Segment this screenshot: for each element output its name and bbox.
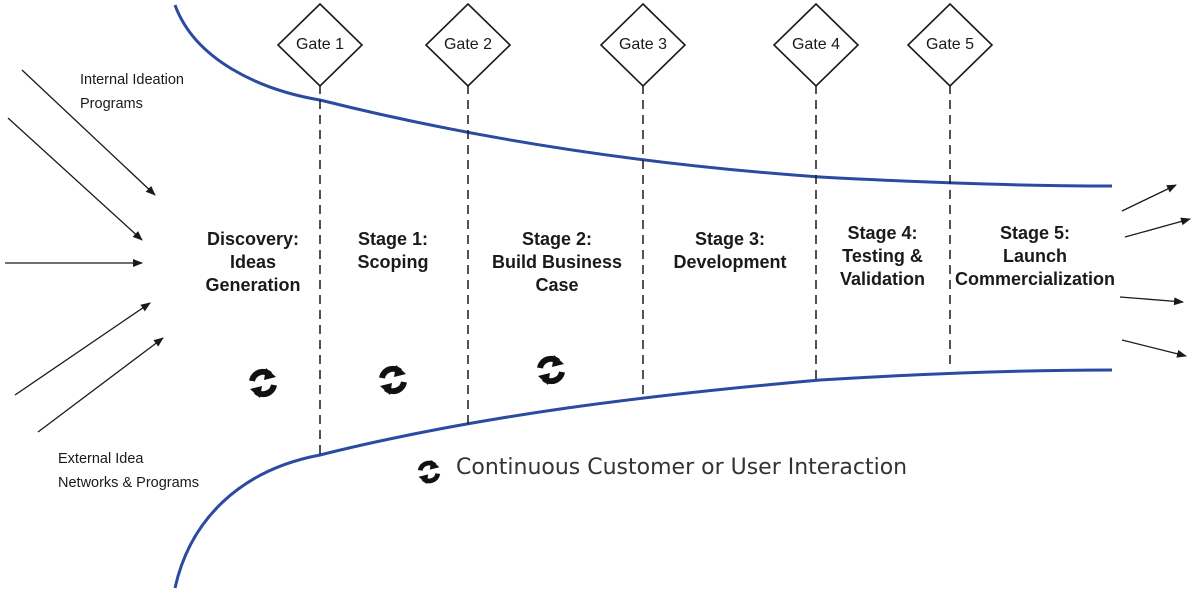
stage-label-discovery: Discovery: Ideas Generation <box>205 229 301 295</box>
input-arrow <box>7 117 143 241</box>
output-arrow <box>1119 296 1184 306</box>
stage-label-3: Stage 3: Development <box>673 229 787 272</box>
gate-diamonds <box>276 2 994 88</box>
input-arrow <box>14 302 151 396</box>
funnel-top-curve <box>173 4 1113 188</box>
cycle-arrows-icon <box>538 355 564 385</box>
input-arrows <box>5 69 164 433</box>
gate-label-3: Gate 3 <box>618 36 668 53</box>
stage-label-5: Stage 5: Launch Commercialization <box>955 223 1116 289</box>
gate-diamond-2 <box>424 2 512 88</box>
gate-lines <box>319 85 951 457</box>
output-arrow <box>1121 339 1187 358</box>
output-arrows <box>1119 184 1191 358</box>
stage-label-1: Stage 1: Scoping <box>357 229 429 272</box>
input-arrow <box>37 337 164 433</box>
gate-label-2: Gate 2 <box>443 36 493 53</box>
input-arrow <box>21 69 156 196</box>
stage-label-2: Stage 2: Build Business Case <box>491 229 623 295</box>
gate-diamond-3 <box>599 2 687 88</box>
stage-label-4: Stage 4: Testing & Validation <box>839 223 926 289</box>
cycle-arrows-icon <box>250 368 276 398</box>
output-arrow <box>1121 184 1177 212</box>
gate-diamond-1 <box>276 2 364 88</box>
gate-diamond-4 <box>772 2 860 88</box>
gate-diamond-5 <box>906 2 994 88</box>
output-arrow <box>1124 217 1191 238</box>
gate-label-5: Gate 5 <box>925 36 975 53</box>
legend-cycle-icon <box>419 460 440 484</box>
internal-ideation-label: Internal Ideation Programs <box>80 72 184 112</box>
gate-label-1: Gate 1 <box>295 36 345 53</box>
gate-label-4: Gate 4 <box>791 36 841 53</box>
cycle-arrows-icon <box>380 365 406 395</box>
legend-text: Continuous Customer or User Interaction <box>456 455 908 480</box>
external-networks-label: External Idea Networks & Programs <box>58 451 200 491</box>
funnel-bottom-curve <box>173 368 1113 589</box>
